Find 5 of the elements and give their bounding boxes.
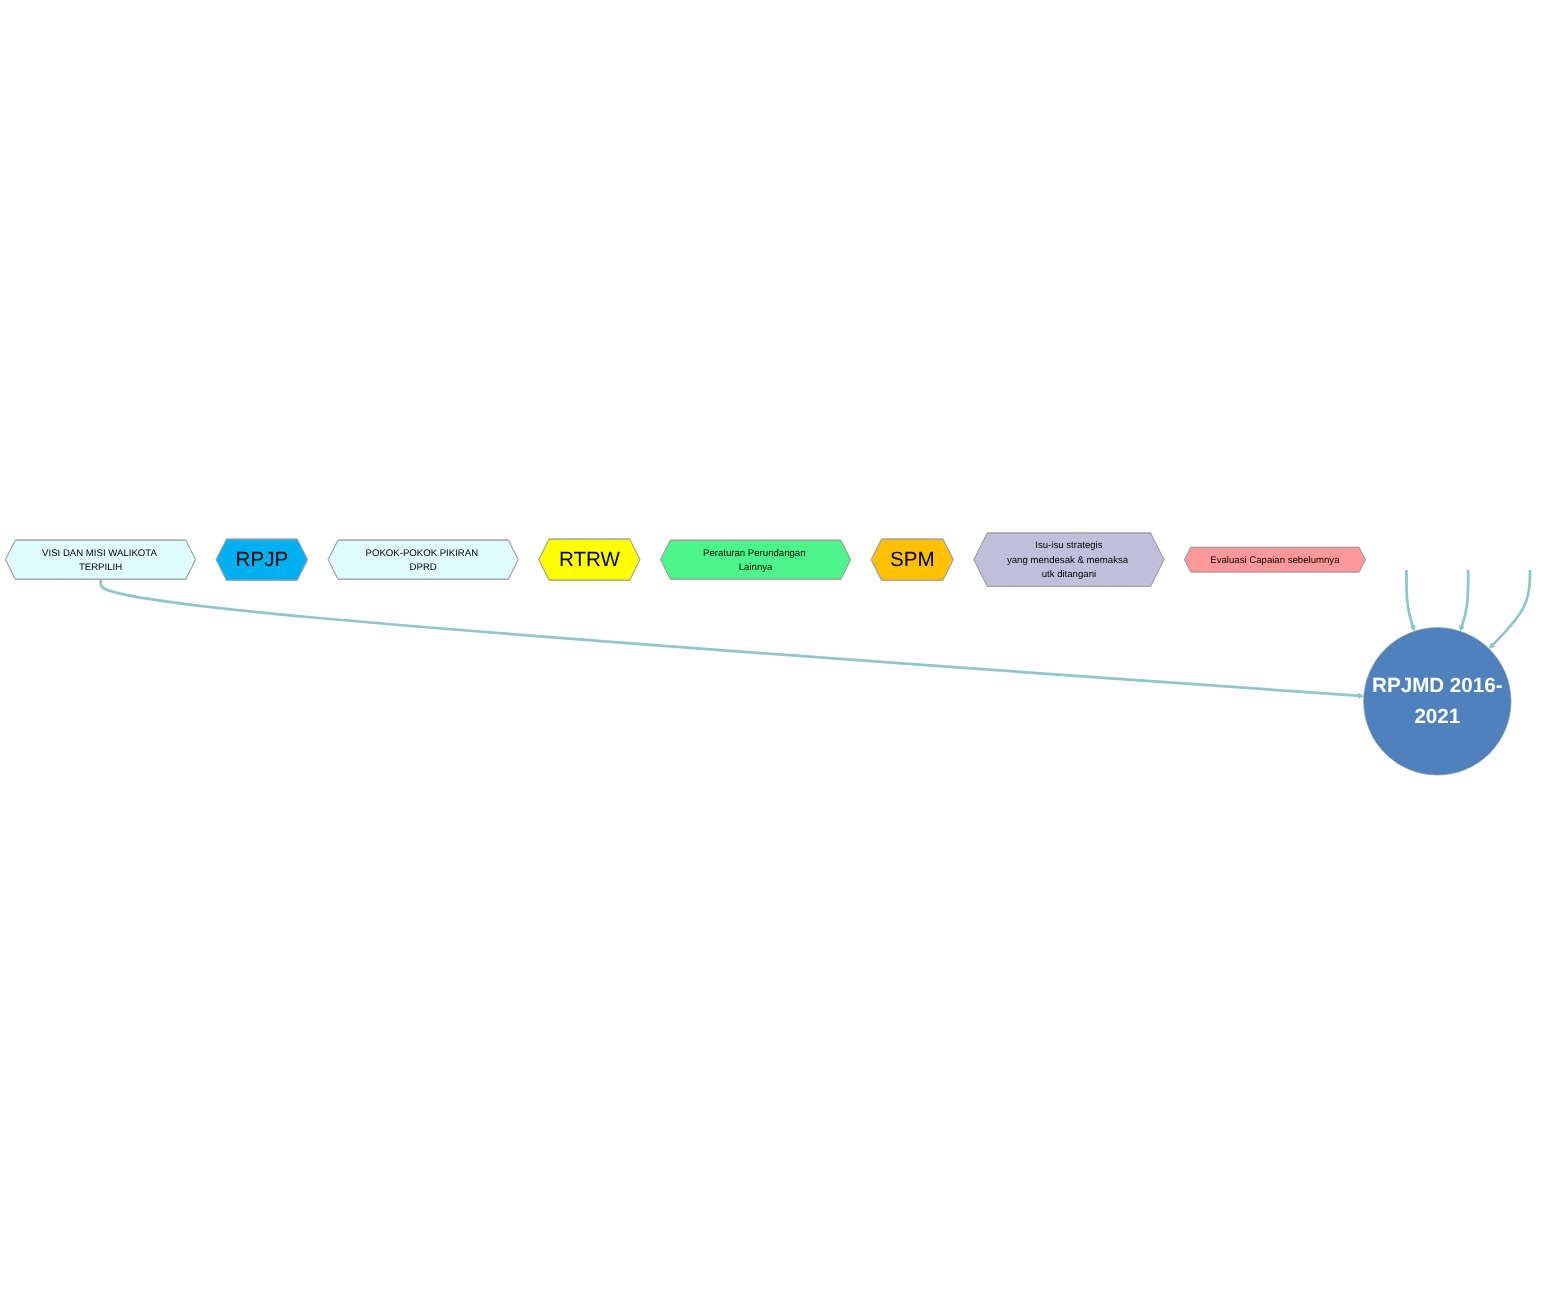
arrow — [1459, 569, 1470, 632]
arrow — [99, 578, 1364, 699]
arrow — [1405, 569, 1416, 632]
node-circle: RPJMD 2016-2021 — [1363, 627, 1512, 776]
arrow — [1488, 569, 1532, 649]
